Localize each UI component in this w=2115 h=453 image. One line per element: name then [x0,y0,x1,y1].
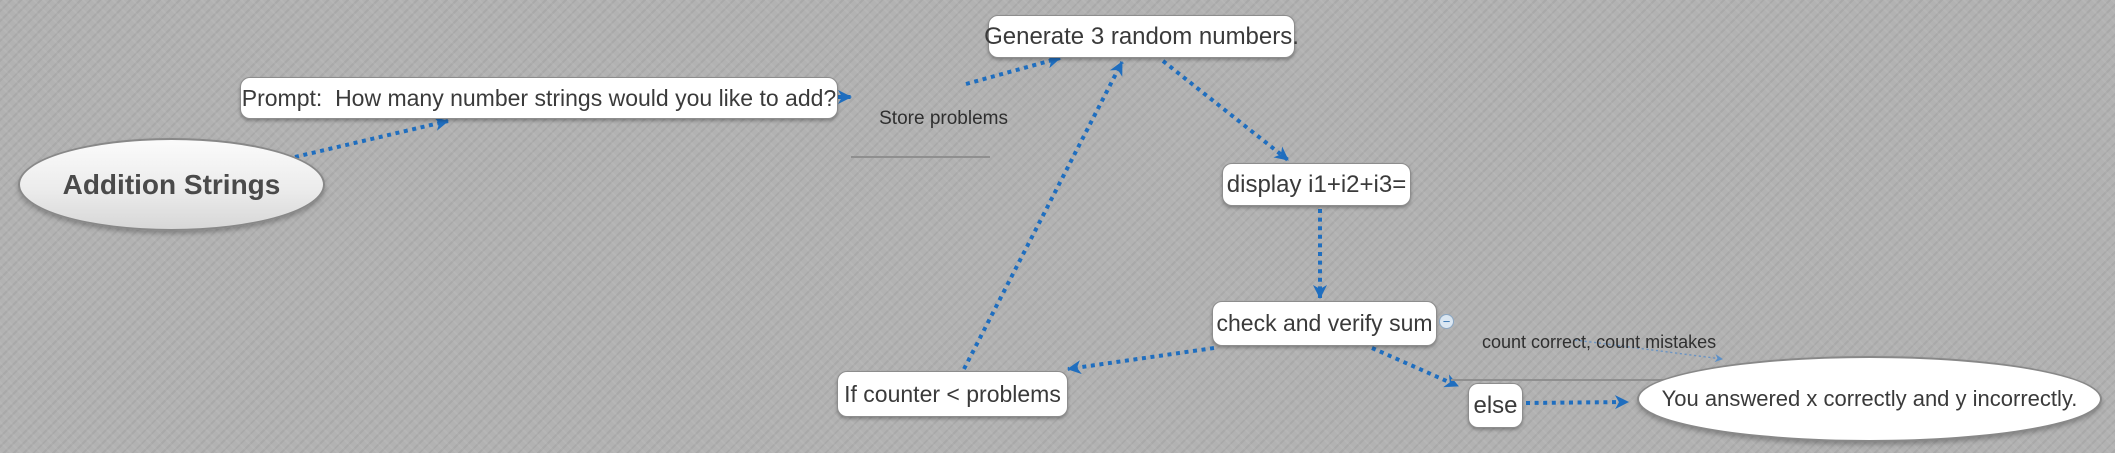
collapse-toggle-button[interactable]: − [1439,314,1454,329]
node-display-sum[interactable]: display i1+i2+i3= [1222,163,1411,206]
node-display-label: display i1+i2+i3= [1226,170,1407,198]
minus-icon: − [1442,313,1451,329]
edge-else-to-end [1525,395,1629,410]
node-store-problems[interactable]: Store problems [851,84,1008,158]
node-generate-label: Generate 3 random numbers. [984,22,1299,50]
node-count-label: count correct, count mistakes [1482,332,1717,352]
node-else[interactable]: else [1468,383,1523,428]
edge-check-to-if [1067,346,1215,375]
node-generate-random-numbers[interactable]: Generate 3 random numbers. [984,15,1299,58]
node-else-label: else [1473,391,1518,419]
node-count-correct-mistakes[interactable]: count correct, count mistakes [1451,310,1716,381]
node-addition-strings[interactable]: Addition Strings [18,138,325,231]
edge-start-to-prompt [294,117,449,159]
node-if-label: If counter < problems [844,380,1061,407]
node-if-counter[interactable]: If counter < problems [837,371,1068,417]
edge-generate-to-display [1161,59,1290,162]
edge-check-to-else [1371,346,1459,388]
node-prompt-label: Prompt: How many number strings would yo… [241,84,837,111]
node-answered-result[interactable]: You answered x correctly and y incorrect… [1637,356,2102,442]
node-prompt[interactable]: Prompt: How many number strings would yo… [240,77,838,119]
edge-store-to-generate [965,54,1061,86]
node-check-verify-sum[interactable]: check and verify sum [1212,301,1437,346]
node-addition-strings-label: Addition Strings [62,168,281,200]
node-check-label: check and verify sum [1216,310,1433,336]
node-store-problems-label: Store problems [879,108,1008,129]
node-answered-result-label: You answered x correctly and y incorrect… [1661,386,2078,411]
